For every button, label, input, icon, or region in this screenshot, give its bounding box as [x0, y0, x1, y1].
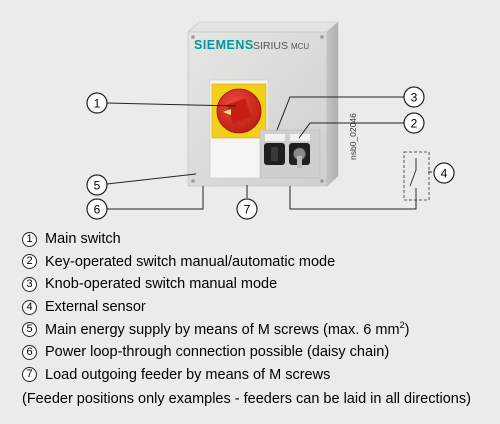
legend-text: External sensor [45, 298, 146, 315]
legend-number: 2 [22, 254, 37, 270]
callout-6: 6 [86, 198, 108, 220]
screw-icon [320, 179, 324, 183]
callout-7: 7 [236, 198, 258, 220]
main-switch-pointer-icon [223, 109, 231, 115]
leader-lines [106, 96, 432, 210]
legend-text: Power loop-through connection possible (… [45, 344, 390, 361]
callout-5-number: 5 [94, 179, 101, 193]
callout-2-number: 2 [411, 117, 418, 131]
key-switch-label [290, 134, 310, 141]
callout-7-number: 7 [244, 203, 251, 217]
screw-icon [320, 35, 324, 39]
callout-2: 2 [403, 112, 425, 134]
legend-text: Main energy supply by means of M screws … [45, 321, 409, 338]
legend-item: 3 Knob-operated switch manual mode [22, 273, 409, 296]
legend-text: Key-operated switch manual/automatic mod… [45, 253, 336, 270]
main-switch-handle[interactable] [226, 98, 252, 124]
legend-item: 7 Load outgoing feeder by means of M scr… [22, 364, 409, 387]
legend-text-end: ) [404, 322, 410, 339]
model-suffix: MCU [291, 42, 309, 51]
key-operated-switch[interactable] [289, 143, 310, 168]
legend-text: Main switch [45, 231, 121, 248]
legend-number: 5 [22, 322, 37, 338]
legend-text-superscript: 2 [399, 320, 405, 331]
callout-5: 5 [86, 174, 108, 196]
legend-item: 6 Power loop-through connection possible… [22, 341, 409, 364]
legend-number: 3 [22, 276, 37, 292]
callout-6-number: 6 [94, 203, 101, 217]
callout-3-number: 3 [411, 91, 418, 105]
knob-switch-label [265, 134, 285, 141]
legend-number: 6 [22, 344, 37, 360]
callout-3: 3 [403, 86, 425, 108]
legend-number: 4 [22, 299, 37, 315]
legend-text: Knob-operated switch manual mode [45, 276, 278, 293]
screw-icon [191, 35, 195, 39]
callout-4-number: 4 [441, 167, 448, 181]
legend-list: 1 Main switch 2 Key-operated switch manu… [22, 228, 409, 386]
key-icon [297, 156, 302, 168]
callout-1: 1 [86, 92, 108, 114]
callout-1-number: 1 [94, 97, 101, 111]
legend-text-main: Main energy supply by means of M screws … [45, 322, 400, 339]
model-name: SIRIUS MCU [253, 40, 309, 52]
external-sensor-symbol [403, 151, 430, 201]
legend-number: 1 [22, 231, 37, 247]
legend-item: 1 Main switch [22, 228, 409, 251]
footnote: (Feeder positions only examples - feeder… [22, 391, 471, 407]
model-prefix: SIRIUS [253, 40, 288, 52]
legend-item: 5 Main energy supply by means of M screw… [22, 318, 409, 341]
callout-4: 4 [433, 162, 455, 184]
brand-logo: SIEMENS [194, 38, 254, 52]
knob-operated-switch[interactable] [264, 143, 285, 165]
device-diagram: SIEMENS SIRIUS MCU nsb0_02046 [86, 21, 455, 220]
legend-number: 7 [22, 367, 37, 383]
legend-item: 2 Key-operated switch manual/automatic m… [22, 251, 409, 274]
drawing-id: nsb0_02046 [348, 113, 358, 160]
screw-icon [191, 179, 195, 183]
legend-text: Load outgoing feeder by means of M screw… [45, 366, 331, 383]
legend-item: 4 External sensor [22, 296, 409, 319]
